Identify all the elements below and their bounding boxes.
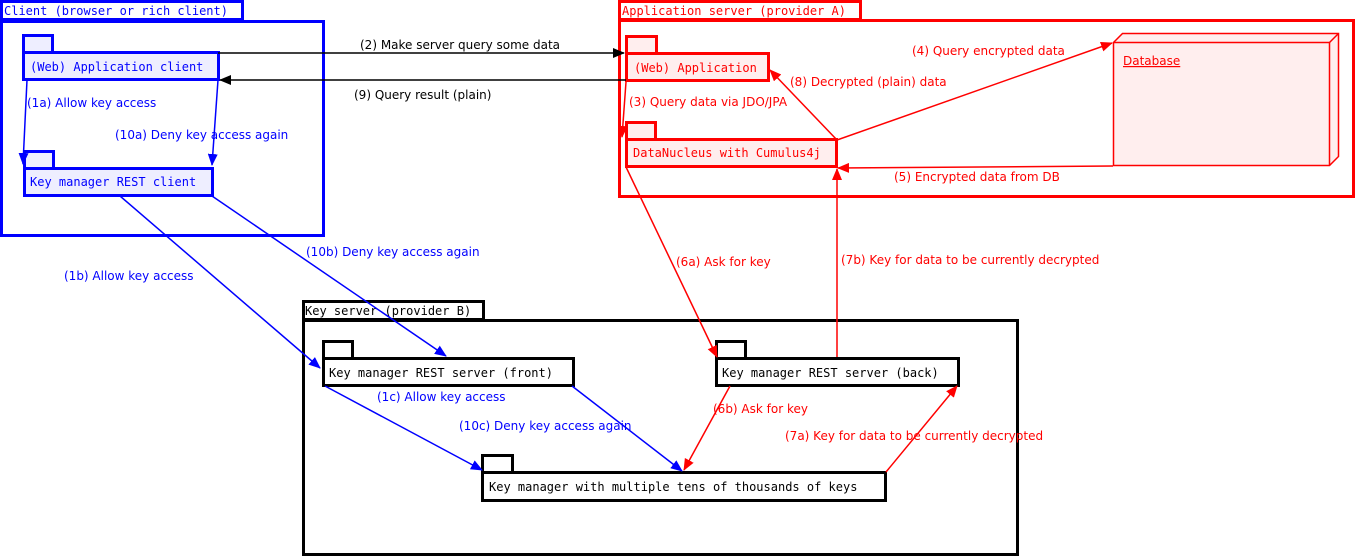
key-server-container-title: Key server (provider B)	[305, 304, 471, 318]
edge-6b	[683, 385, 731, 471]
edge-10a	[207, 79, 219, 166]
edge-3	[617, 81, 628, 138]
web-app-node: (Web) Application	[625, 35, 770, 82]
km-back-node: Key manager REST server (back)	[715, 340, 960, 387]
edge-8-label: (8) Decrypted (plain) data	[790, 75, 947, 89]
km-back-label: Key manager REST server (back)	[722, 366, 939, 380]
app-server-container: Application server (provider A)	[618, 0, 1355, 198]
datanucleus-node: DataNucleus with Cumulus4j	[625, 121, 838, 168]
edge-10a-label: (10a) Deny key access again	[115, 128, 288, 142]
edge-7a	[885, 385, 958, 473]
web-app-client-label: (Web) Application client	[30, 60, 203, 74]
edge-5	[837, 162, 1114, 173]
edge-8	[769, 69, 838, 141]
km-rest-client-label: Key manager REST client	[30, 175, 196, 189]
km-store-node: Key manager with multiple tens of thousa…	[481, 454, 887, 502]
edge-6b-label: (6b) Ask for key	[713, 402, 808, 416]
edge-1a-label: (1a) Allow key access	[27, 96, 156, 110]
edge-3-label: (3) Query data via JDO/JPA	[629, 95, 788, 109]
app-server-container-title: Application server (provider A)	[622, 4, 846, 18]
edge-5-label: (5) Encrypted data from DB	[894, 170, 1060, 184]
edge-4	[836, 41, 1113, 141]
edge-10c-label: (10c) Deny key access again	[459, 419, 632, 433]
edge-2-label: (2) Make server query some data	[360, 38, 560, 52]
key-server-container: Key server (provider B)	[302, 300, 1019, 556]
km-rest-client-node: Key manager REST client	[23, 150, 214, 197]
edge-10b	[211, 195, 447, 357]
client-container: Client (browser or rich client)	[0, 0, 325, 237]
database-node: Database	[1112, 32, 1340, 167]
web-app-label: (Web) Application	[634, 61, 757, 75]
km-store-label: Key manager with multiple tens of thousa…	[489, 480, 857, 494]
edge-10b-label: (10b) Deny key access again	[306, 245, 480, 259]
edge-10c	[571, 385, 683, 472]
database-label: Database	[1123, 54, 1180, 68]
km-front-node: Key manager REST server (front)	[322, 340, 575, 387]
edge-1b	[119, 195, 321, 369]
edge-9-label: (9) Query result (plain)	[354, 88, 491, 102]
edge-1c-label: (1c) Allow key access	[377, 390, 506, 404]
edge-7b-label: (7b) Key for data to be currently decryp…	[841, 253, 1099, 267]
edge-4-label: (4) Query encrypted data	[912, 44, 1065, 58]
edge-1a	[18, 79, 29, 165]
edge-6a	[625, 166, 718, 358]
edge-7a-label: (7a) Key for data to be currently decryp…	[785, 429, 1043, 443]
edge-1c	[324, 385, 483, 471]
datanucleus-label: DataNucleus with Cumulus4j	[633, 146, 821, 160]
km-front-label: Key manager REST server (front)	[329, 366, 553, 380]
client-container-title: Client (browser or rich client)	[4, 4, 228, 18]
web-app-client-node: (Web) Application client	[22, 34, 220, 81]
edge-1b-label: (1b) Allow key access	[64, 269, 194, 283]
edge-6a-label: (6a) Ask for key	[676, 255, 771, 269]
